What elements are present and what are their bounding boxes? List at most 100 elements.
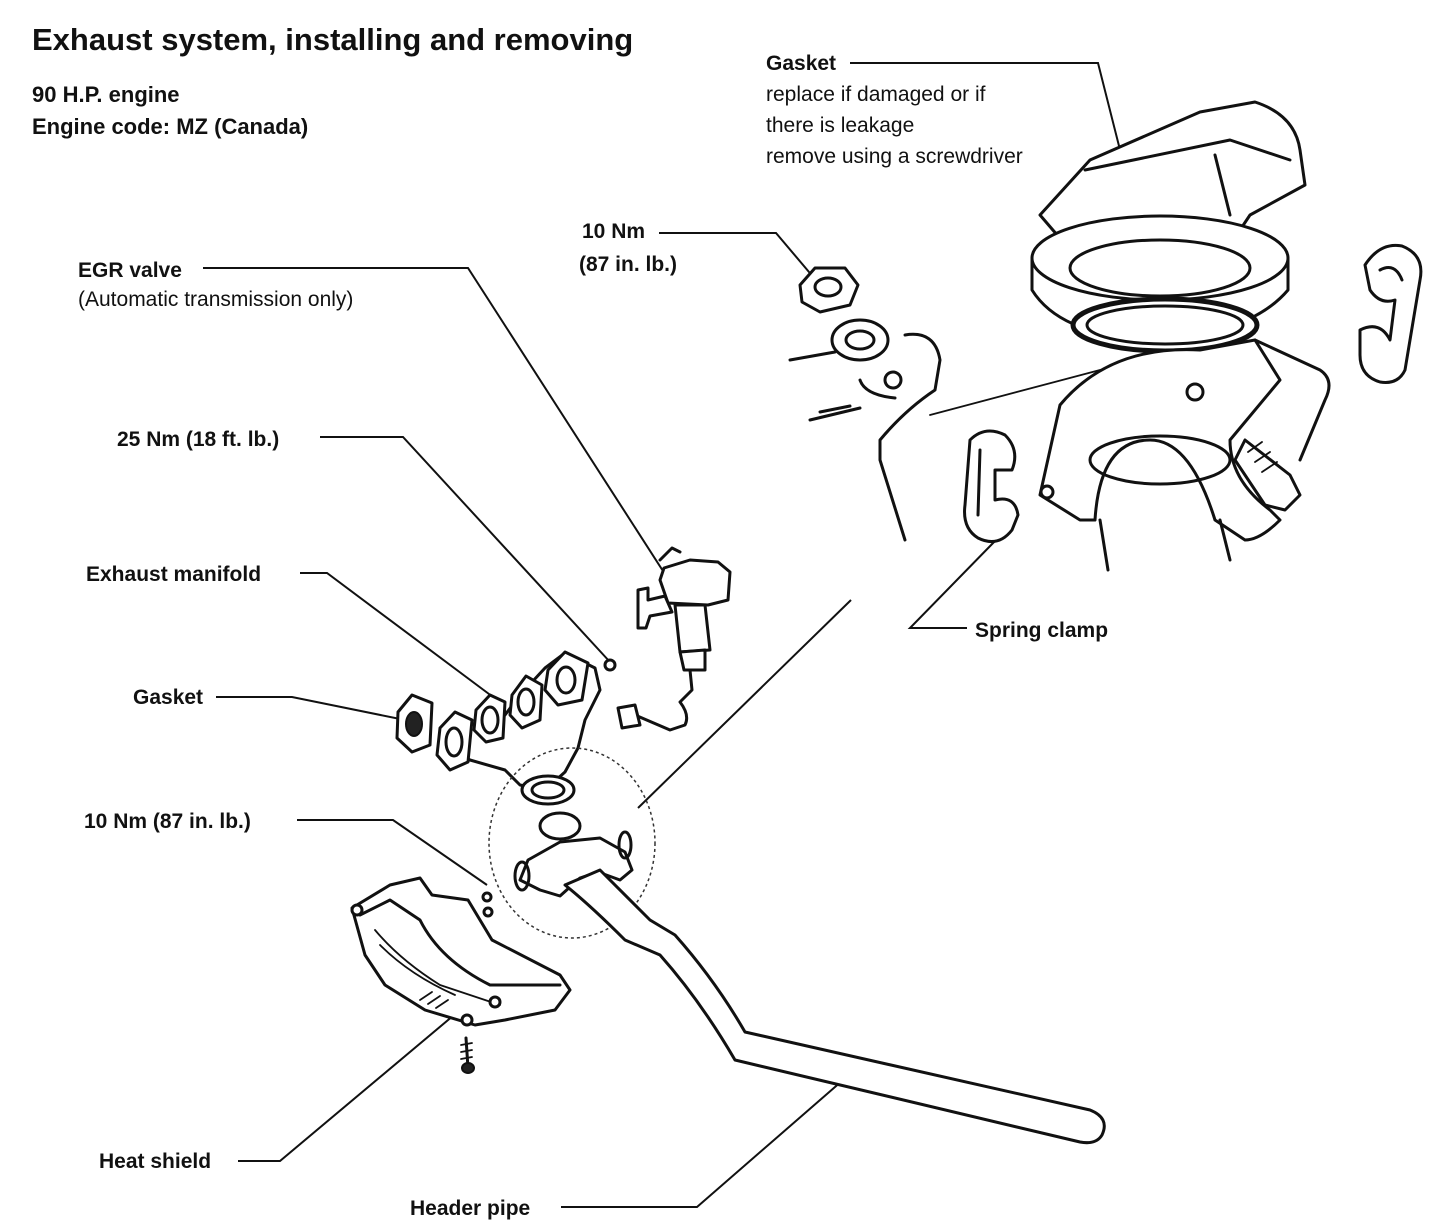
outlet-upper-flange-inner	[1068, 238, 1252, 298]
leader-torque-heat-shield	[297, 819, 488, 886]
outlet-bolt	[1233, 438, 1302, 512]
label-torque-heat-shield: 10 Nm (87 in. lb.)	[84, 810, 251, 833]
washer	[830, 318, 890, 362]
header-pipe-flange	[518, 836, 634, 898]
detail-ring	[538, 811, 582, 841]
label-torque-nut-alt: (87 in. lb.)	[579, 253, 677, 276]
heat-shield-body	[350, 876, 572, 1027]
label-header-pipe: Header pipe	[410, 1197, 530, 1220]
spring-clamps	[963, 243, 1423, 544]
label-torque-egr: 25 Nm (18 ft. lb.)	[117, 428, 279, 451]
outlet-stud-hole	[1185, 382, 1205, 402]
heat-shield-rib-1	[358, 898, 562, 987]
label-exhaust-manifold: Exhaust manifold	[86, 563, 261, 586]
hex-nut-hole	[813, 276, 843, 298]
egr-mounting-nut	[603, 658, 617, 672]
exhaust-manifold-part	[395, 650, 602, 806]
outlet-gasket-ring-inner	[1085, 304, 1245, 346]
manifold-port-3	[480, 705, 500, 735]
heat-shield-washer	[482, 906, 494, 918]
label-torque-nut: 10 Nm	[582, 220, 645, 243]
label-gasket-top-note-2: there is leakage	[766, 114, 914, 137]
manifold-port-2	[516, 687, 536, 717]
egr-valve-body	[673, 603, 712, 654]
mount-bracket	[878, 332, 942, 542]
stud-line-1	[788, 350, 837, 362]
manifold-gasket-2-hole	[405, 711, 423, 737]
manifold-outlet-hole	[530, 780, 566, 800]
spring-clamp-left	[963, 429, 1020, 544]
manifold-flange-1	[543, 650, 590, 707]
spring-clamp-right-curl	[1378, 266, 1404, 282]
leader-detail-circle	[637, 599, 852, 809]
egr-valve-part	[603, 546, 732, 732]
outlet-pipe-right	[1218, 518, 1232, 562]
manifold-gasket-1	[435, 710, 474, 772]
outlet-bolt-hole	[1039, 484, 1055, 500]
engine-power-label: 90 H.P. engine	[32, 82, 180, 107]
spring-clamp-right	[1358, 243, 1423, 384]
egr-valve-cap	[658, 558, 732, 607]
outlet-heat-cover-edge	[1083, 138, 1292, 172]
label-spring-clamp: Spring clamp	[975, 619, 1108, 642]
outlet-bolt-thread	[1247, 441, 1278, 473]
manifold-port-1	[555, 665, 577, 695]
washer-hole	[844, 329, 876, 351]
label-gasket-manifold: Gasket	[133, 686, 203, 709]
egr-sensor-wire	[633, 668, 694, 732]
leader-torque-egr	[320, 436, 611, 663]
egr-sensor-connector	[616, 703, 642, 730]
manifold-flange-3	[472, 693, 507, 744]
spring-clamp-left-slot	[976, 448, 982, 517]
manifold-flange-2	[508, 674, 544, 730]
heat-shield-bolt-head	[461, 1062, 475, 1074]
detail-circle	[488, 747, 656, 939]
egr-valve-stem	[678, 648, 707, 672]
stud-line-2	[808, 404, 862, 422]
outlet-bracket-wire	[1253, 338, 1331, 462]
header-pipe-part	[513, 830, 1106, 1145]
engine-code-label: Engine code: MZ (Canada)	[32, 114, 309, 139]
leader-gasket-manifold	[216, 696, 406, 721]
leader-header-pipe	[561, 1066, 859, 1208]
heat-shield-part	[350, 876, 572, 1074]
leader-egr-valve	[203, 267, 673, 586]
label-egr-note: (Automatic transmission only)	[78, 288, 353, 311]
label-gasket-top-note-3: remove using a screwdriver	[766, 145, 1023, 168]
leader-heat-shield	[238, 1009, 461, 1162]
header-pipe-flange-hole-2	[617, 830, 633, 860]
manifold-outlet-collar	[520, 774, 576, 806]
manifold-gasket-1-hole	[444, 726, 464, 758]
egr-valve-nipple	[658, 546, 682, 562]
heat-shield-hole-1	[350, 903, 364, 917]
header-pipe-flange-hole	[513, 860, 531, 892]
outlet-pipe-left	[1098, 518, 1110, 572]
outlet-heat-cover-rib	[1213, 153, 1232, 217]
label-egr-valve: EGR valve	[78, 259, 182, 282]
egr-valve-flange	[636, 586, 674, 630]
nut-washer-stud	[788, 266, 942, 542]
leader-exhaust-manifold	[300, 572, 498, 701]
hex-nut	[798, 266, 860, 314]
heat-shield-bolt-thread	[460, 1042, 473, 1060]
heat-shield-hole-3	[488, 995, 502, 1009]
label-gasket-top-note-1: replace if damaged or if	[766, 83, 986, 106]
outlet-flange-detail	[1030, 100, 1331, 572]
header-pipe-tube	[563, 868, 1106, 1145]
leader-spring-clamp	[907, 539, 997, 629]
heat-shield-rib-2	[374, 929, 501, 1006]
outlet-lower-flange	[1038, 338, 1282, 542]
label-gasket-top: Gasket	[766, 52, 836, 75]
diagram-title: Exhaust system, installing and removing	[32, 22, 634, 57]
mount-bracket-lip	[858, 378, 897, 400]
outlet-upper-flange	[1030, 214, 1290, 302]
mount-bracket-hole	[883, 370, 903, 390]
heat-shield-vent	[419, 991, 449, 1009]
heat-shield-nut	[481, 891, 493, 903]
label-heat-shield: Heat shield	[99, 1150, 211, 1173]
leader-torque-nut	[659, 232, 821, 286]
outlet-lower-opening	[1088, 434, 1232, 486]
heat-shield-hole-2	[460, 1013, 474, 1027]
